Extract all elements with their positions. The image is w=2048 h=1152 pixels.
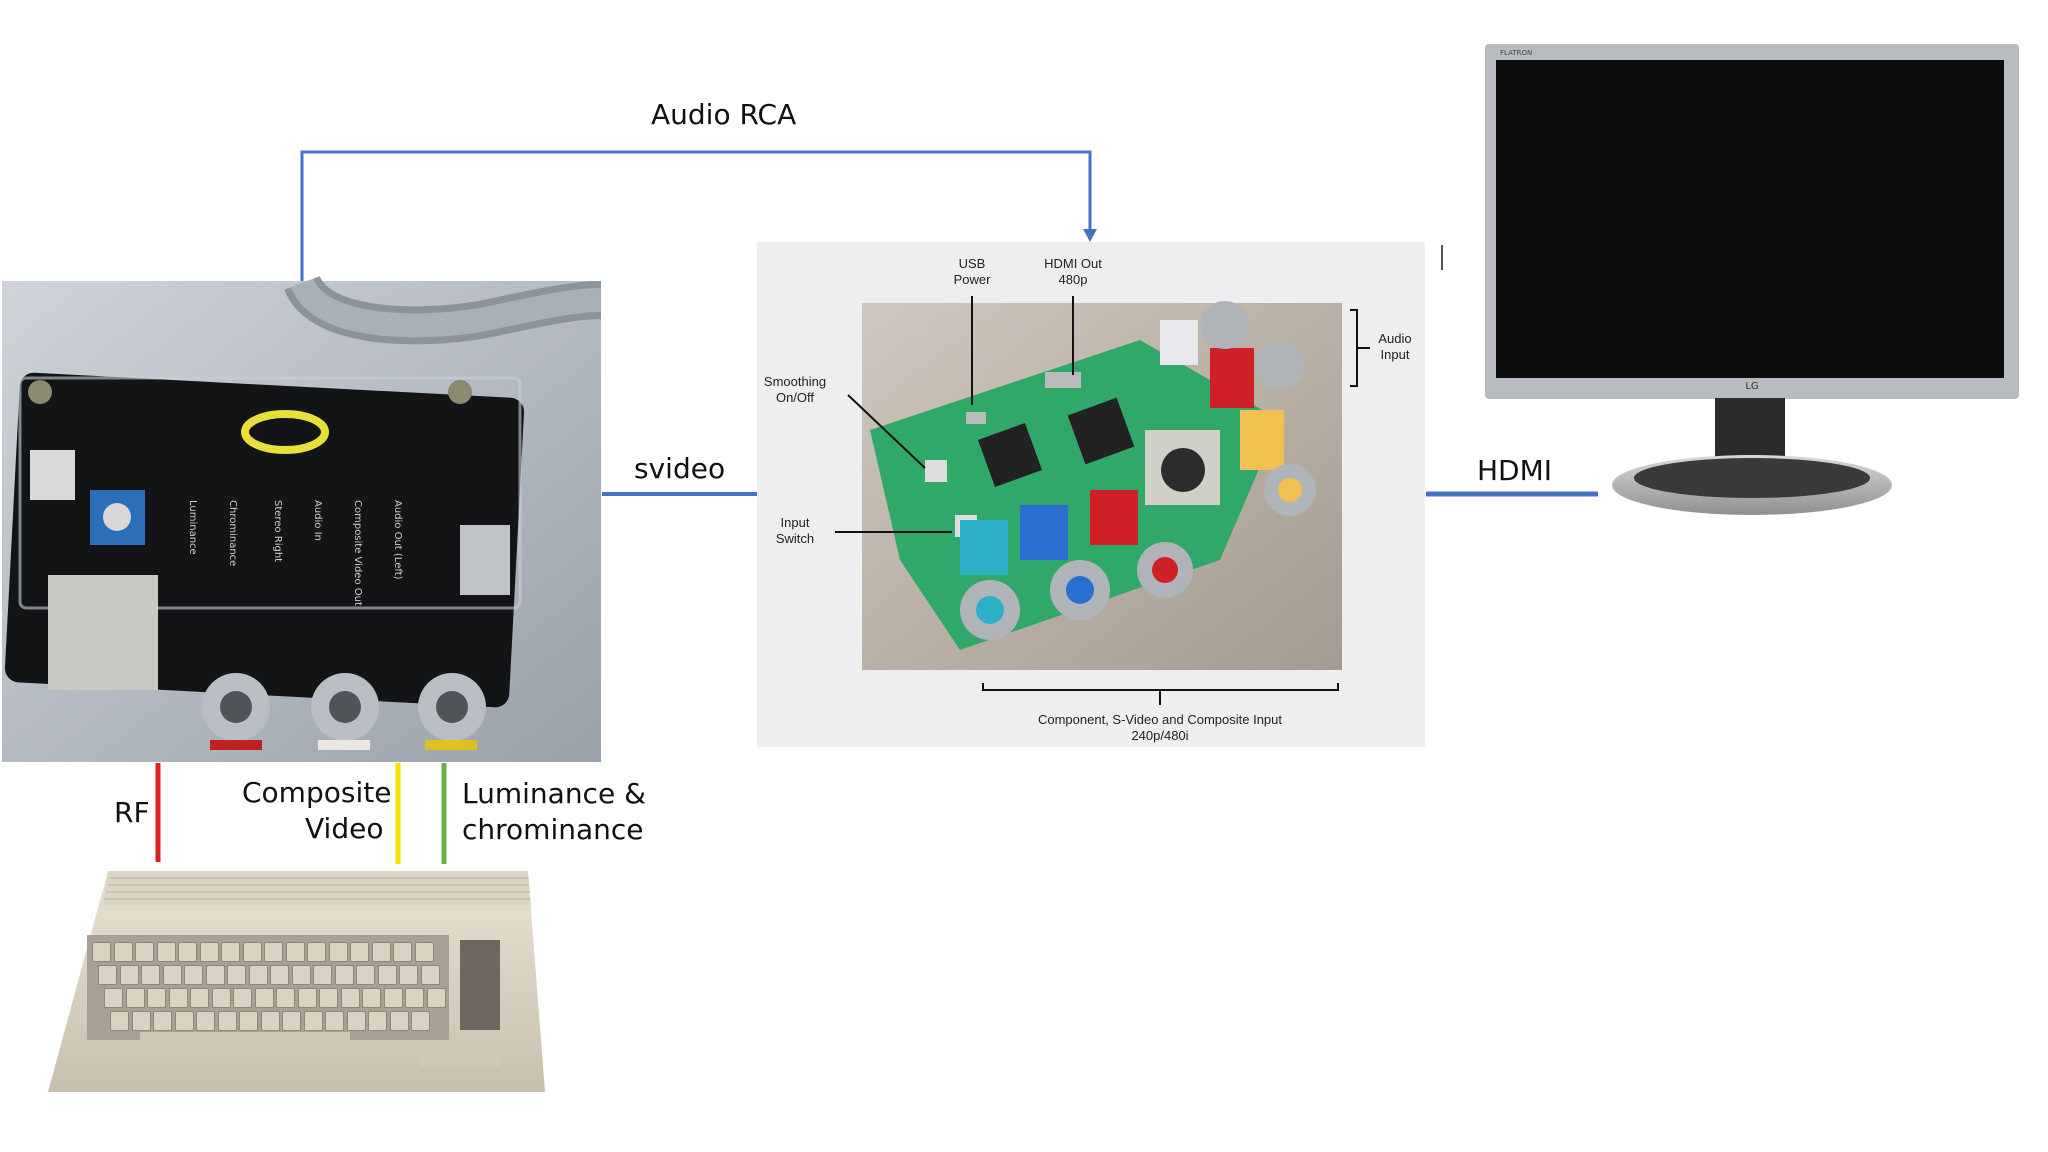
c64-key [153, 1011, 172, 1031]
adapter-board-photo: Luminance Chrominance Stereo Right Audio… [2, 274, 602, 762]
audio-arrowhead [1083, 229, 1097, 242]
c64-key [368, 1011, 387, 1031]
c64-key [285, 942, 305, 962]
c64-key [178, 942, 197, 962]
c64-key [356, 965, 375, 985]
c64-key [248, 965, 268, 985]
composite-label-line2: Video [305, 812, 384, 845]
c64-key [119, 965, 139, 985]
c64-key [227, 965, 246, 985]
composite-label-line1: Composite [242, 776, 392, 809]
c64-key [377, 965, 397, 985]
c64-key [389, 1011, 409, 1031]
c64-key [184, 965, 203, 985]
c64-key [282, 1011, 301, 1031]
c64-key [371, 942, 391, 962]
c64-key [125, 988, 145, 1008]
c64-key [264, 942, 283, 962]
scaler-board-figure [757, 242, 1425, 747]
c64-key [190, 988, 209, 1008]
svg-text:Audio In: Audio In [312, 500, 323, 541]
svg-text:Luminance: Luminance [187, 500, 198, 555]
c64-key [104, 988, 123, 1008]
audio-rca-label: Audio RCA [651, 98, 797, 131]
hdmi-label: HDMI [1477, 454, 1553, 487]
c64-key [174, 1011, 194, 1031]
c64-key [399, 965, 418, 985]
c64-key [383, 988, 403, 1008]
c64-key [239, 1011, 258, 1031]
c64-key [162, 965, 182, 985]
audio-rca-line [300, 150, 1092, 283]
c64-key [297, 988, 317, 1008]
c64-key [328, 942, 348, 962]
monitor-model: FLATRON [1500, 49, 1532, 57]
c64-key [242, 942, 262, 962]
component-input-label-1: Component, S-Video and Composite Input [1037, 712, 1283, 727]
hdmi-out-label-2: 480p [1058, 272, 1088, 287]
c64-key [221, 942, 240, 962]
c64-key [131, 1011, 151, 1031]
c64-key [307, 942, 326, 962]
c64-key [147, 988, 166, 1008]
smoothing-label-1: Smoothing [763, 374, 827, 389]
luma-label-line1: Luminance & [462, 777, 646, 810]
usb-power-label-1: USB [958, 256, 986, 271]
c64-key [426, 988, 446, 1008]
c64-key [254, 988, 274, 1008]
c64-key [340, 988, 360, 1008]
c64-key [92, 942, 111, 962]
c64-key [260, 1011, 280, 1031]
c64-key [362, 988, 381, 1008]
c64-key [414, 942, 434, 962]
monitor-brand: LG [1745, 381, 1758, 392]
svg-text:Composite Video Out: Composite Video Out [352, 500, 363, 606]
c64-key [346, 1011, 366, 1031]
svg-text:Audio Out (Left): Audio Out (Left) [392, 500, 403, 580]
c64-key [393, 942, 412, 962]
usb-power-label-2: Power [953, 272, 991, 287]
c64-key [405, 988, 424, 1008]
c64-key [276, 988, 295, 1008]
c64-key [319, 988, 338, 1008]
c64-key [205, 965, 225, 985]
c64-key [110, 1011, 129, 1031]
component-input-label-2: 240p/480i [1131, 728, 1189, 743]
c64-key [113, 942, 133, 962]
audio-input-label-2: Input [1380, 347, 1410, 362]
rf-label: RF [114, 796, 150, 829]
c64-key [196, 1011, 215, 1031]
svg-text:Chrominance: Chrominance [227, 500, 238, 566]
c64-key [211, 988, 231, 1008]
luma-label-line2: chrominance [462, 813, 644, 846]
c64-key [156, 942, 176, 962]
svideo-label: svideo [634, 452, 726, 485]
c64-key [141, 965, 160, 985]
audio-input-label-1: Audio [1378, 331, 1412, 346]
c64-key [233, 988, 252, 1008]
c64-key [325, 1011, 344, 1031]
c64-key [411, 1011, 430, 1031]
c64-key [334, 965, 354, 985]
c64-key [168, 988, 188, 1008]
c64-key [420, 965, 440, 985]
c64-key [313, 965, 332, 985]
input-switch-label-2: Switch [775, 531, 815, 546]
hdmi-out-label-1: HDMI Out [1044, 256, 1102, 271]
c64-key [199, 942, 219, 962]
svg-text:Stereo Right: Stereo Right [272, 500, 283, 562]
c64-key [135, 942, 154, 962]
c64-key [291, 965, 311, 985]
monitor-photo: LG FLATRON [1441, 44, 2019, 515]
c64-key [350, 942, 369, 962]
input-switch-label-1: Input [780, 515, 810, 530]
c64-key [98, 965, 117, 985]
c64-key [217, 1011, 237, 1031]
smoothing-label-2: On/Off [775, 390, 815, 405]
c64-key [303, 1011, 323, 1031]
c64-key [270, 965, 289, 985]
